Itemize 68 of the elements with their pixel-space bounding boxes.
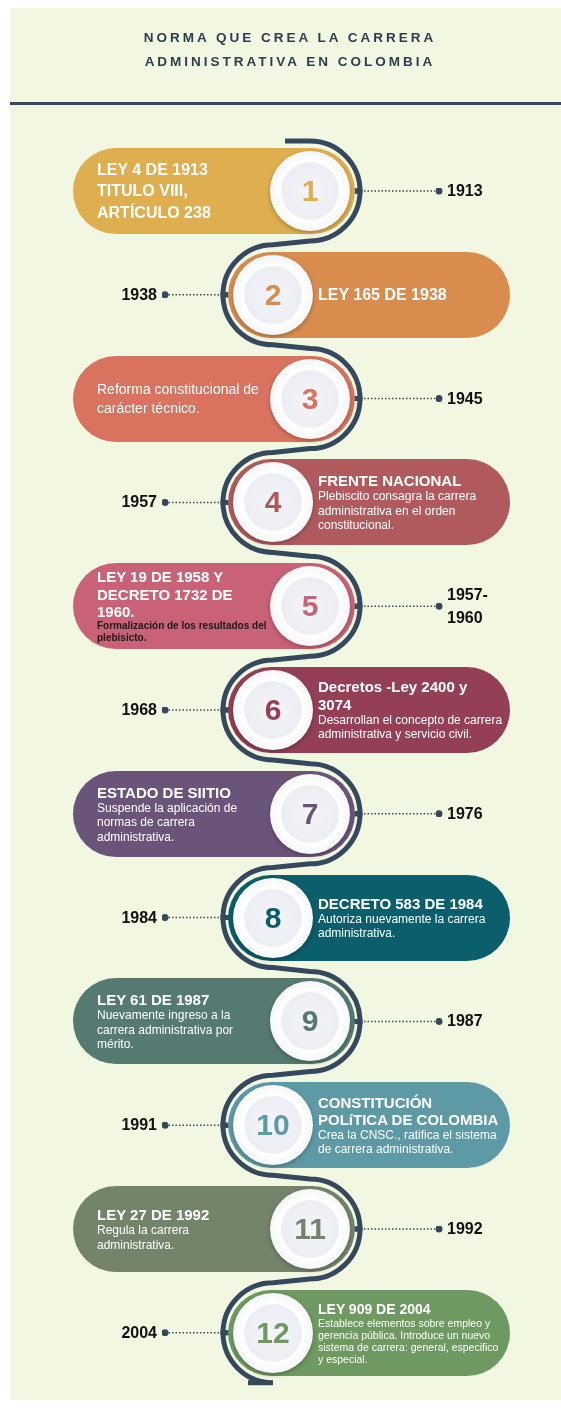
year-label: 1938	[121, 283, 157, 306]
timeline-line	[220, 1226, 363, 1336]
pill-heading: LEY 4 DE 1913 TITULO VIII, ARTÍCULO 238	[97, 159, 212, 223]
timeline-line	[220, 292, 363, 402]
pill-heading: ESTADO DE SIITIO	[97, 783, 232, 801]
year-label: 1945	[447, 387, 483, 410]
timeline-pill	[73, 1186, 355, 1272]
timeline-pill	[73, 355, 355, 442]
number-circle: 4	[233, 462, 313, 543]
year-label: 2004	[121, 1321, 157, 1344]
number-circle: 1	[270, 151, 350, 231]
number-circle: 2	[233, 254, 313, 335]
pill-description: Autoriza nuevamente la carrera administrativa.	[318, 911, 487, 941]
number-circle: 3	[270, 358, 350, 439]
timeline-pill	[73, 148, 355, 234]
timeline-pill	[73, 563, 355, 650]
number-circle: 7	[270, 773, 350, 854]
timeline-line	[220, 1122, 363, 1232]
timeline-pill	[228, 459, 510, 546]
pill-description: Establece elementos sobre empleo y gerencia pública. Introduce un nuevo sistema de carrera: general, especifico y especial.	[318, 1316, 500, 1365]
timeline-line	[220, 499, 363, 609]
number-circle: 8	[233, 877, 313, 958]
pill-heading: LEY 27 DE 1992	[97, 1206, 211, 1224]
number-circle: 11	[270, 1189, 350, 1269]
timeline-line	[220, 915, 363, 1024]
pill-heading: DECRETO 583 DE 1984	[318, 894, 484, 912]
year-label: 1992	[447, 1217, 483, 1241]
year-label: 1976	[447, 802, 483, 825]
number-circle: 6	[233, 670, 313, 750]
pill-description: Plebiscito consagra la carrera administrativa en el orden constitucional.	[318, 489, 478, 533]
year-label: 1991	[121, 1114, 157, 1137]
pill-heading: CONSTITUCIÓN POLíTICA DE COLOMBIA	[318, 1093, 500, 1129]
timeline-pill	[228, 874, 510, 961]
year-label: 1987	[447, 1010, 483, 1033]
timeline-line	[285, 138, 363, 194]
pill-description: Crea la CNSC., ratifica el sistema de carrera administrativa.	[318, 1128, 498, 1157]
year-label: 1957- 1960	[447, 583, 507, 629]
pill-heading: LEY 165 DE 1938	[318, 285, 448, 305]
timeline-pill	[228, 667, 510, 753]
timeline-line	[220, 811, 363, 921]
year-label: 1913	[447, 179, 483, 203]
pill-heading: LEY 19 DE 1958 Y DECRETO 1732 DE 1960.	[97, 568, 234, 621]
year-label: 1968	[121, 698, 157, 722]
pill-description: Suspende la aplicación de normas de carrera administrativa.	[97, 800, 239, 844]
pill-description: Regula la carrera administrativa.	[97, 1223, 191, 1252]
timeline-line	[220, 1330, 276, 1386]
timeline-pill	[228, 1289, 510, 1376]
number-circle: 10	[233, 1085, 313, 1166]
timeline-line	[220, 188, 363, 298]
year-label: 1984	[121, 906, 157, 929]
timeline-pill	[73, 978, 355, 1065]
pill-description: Desarrollan el concepto de carrera administrativa y servicio civil.	[318, 712, 504, 742]
year-label: 1957	[121, 491, 157, 514]
timeline-line	[220, 707, 363, 817]
timeline-pill	[228, 1082, 510, 1169]
pill-description: Formalización de los resultados del plebisicto.	[97, 620, 268, 645]
number-circle: 5	[270, 566, 350, 647]
pill-heading: LEY 61 DE 1987	[97, 991, 211, 1009]
pill-heading: Decretos -Ley 2400 y 3074	[318, 678, 469, 713]
title: NORMA QUE CREA LA CARRERA ADMINISTRATIVA EN COLOMBIA	[142, 29, 438, 71]
timeline-pill	[228, 251, 510, 338]
number-circle: 12	[233, 1292, 313, 1373]
pill-description: Reforma constitucional de carácter técnico.	[97, 379, 260, 418]
timeline-pill	[73, 770, 355, 857]
pill-description: Nuevamente ingreso a la carrera administrativa por mérito.	[97, 1008, 235, 1052]
number-circle: 9	[270, 981, 350, 1062]
pill-heading: FRENTE NACIONAL	[318, 472, 463, 490]
pill-heading: LEY 909 DE 2004	[318, 1300, 432, 1317]
